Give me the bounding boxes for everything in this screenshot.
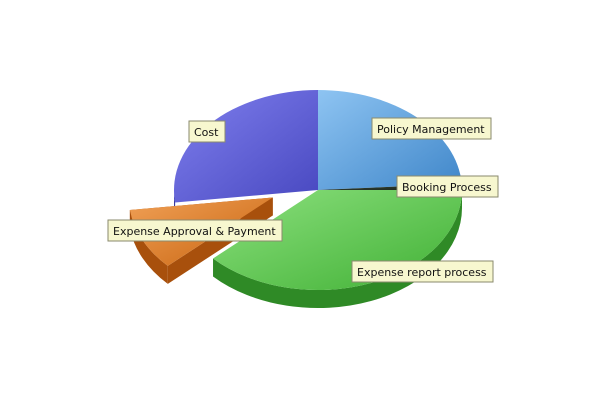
slice-label-box (188, 120, 226, 143)
pie-slice-side-expense-approval-payment (129, 209, 168, 284)
slice-label-cost: Cost (188, 120, 226, 143)
pie-slice-cost[interactable] (173, 90, 318, 203)
pie-slice-policy-management[interactable] (318, 90, 462, 190)
slice-label-expense-report-process: Expense report process (351, 260, 494, 283)
slice-label-text: Expense Approval & Payment (113, 225, 276, 238)
slice-label-text: Expense report process (357, 266, 487, 279)
slice-label-box (371, 117, 492, 140)
slice-label-text: Policy Management (377, 123, 485, 136)
slice-label-box (351, 260, 494, 283)
slice-label-booking-process: Booking Process (396, 175, 499, 198)
slice-label-expense-approval-payment: Expense Approval & Payment (107, 219, 283, 242)
slice-label-text: Booking Process (402, 181, 492, 194)
slice-label-text: Cost (194, 126, 219, 139)
slice-label-box (107, 219, 283, 242)
slice-label-policy-management: Policy Management (371, 117, 492, 140)
slice-label-box (396, 175, 499, 198)
